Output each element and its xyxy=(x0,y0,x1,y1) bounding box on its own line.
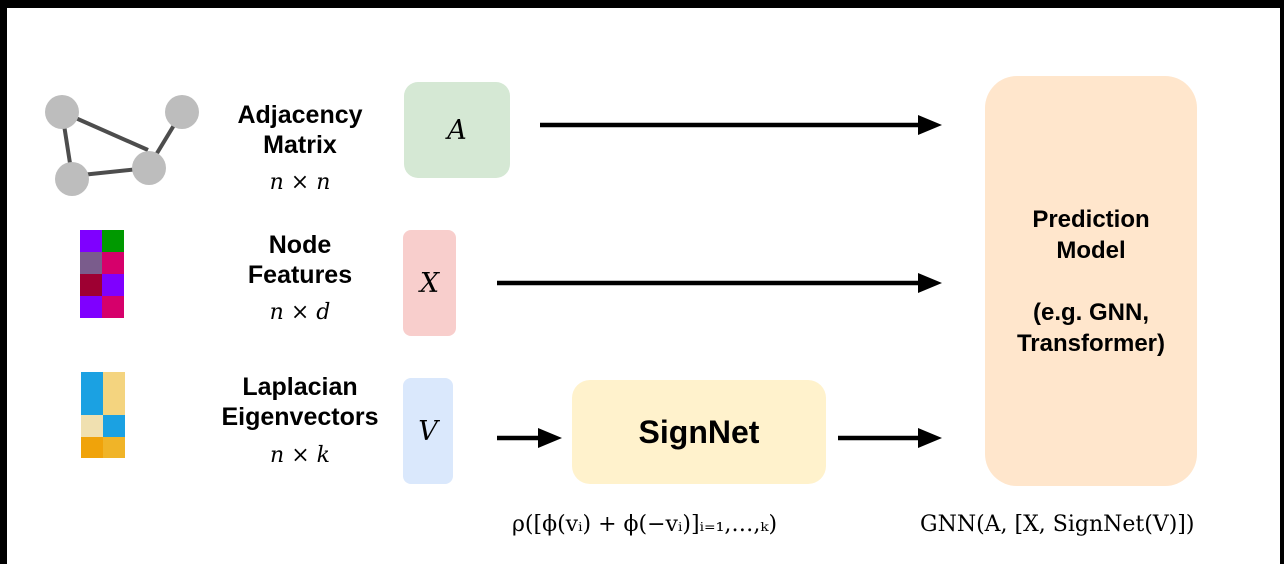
prediction-model-box: Prediction Model (e.g. GNN, Transformer) xyxy=(985,76,1197,486)
eigen-box: V xyxy=(403,378,453,484)
feature-matrix-cell xyxy=(102,252,124,274)
feature-matrix-icon xyxy=(80,230,124,318)
feature-matrix-cell xyxy=(80,230,102,252)
signnet-box: SignNet xyxy=(572,380,826,484)
eigen-dim: n × k xyxy=(270,443,330,468)
eigen-matrix-cell xyxy=(81,415,103,437)
model-formula: GNN(A, [X, SignNet(V)]) xyxy=(920,512,1195,537)
arrowhead-adjacency xyxy=(918,115,942,135)
arrowhead-eigen xyxy=(538,428,562,448)
features-symbol: X xyxy=(419,267,440,299)
eigen-matrix-cell xyxy=(103,415,125,437)
model-line2: Model xyxy=(1056,236,1126,264)
features-box: X xyxy=(403,230,456,336)
eigen-symbol: V xyxy=(418,415,438,447)
feature-matrix-cell xyxy=(80,252,102,274)
feature-matrix-cell xyxy=(80,274,102,296)
features-dim: n × d xyxy=(269,300,331,325)
model-line1: Prediction xyxy=(1032,205,1150,233)
model-line4: Transformer) xyxy=(1016,329,1166,357)
adjacency-box: A xyxy=(404,82,510,178)
eigen-matrix-cell xyxy=(103,436,125,458)
signnet-formula: ρ([ϕ(vᵢ) + ϕ(−vᵢ)]ᵢ₌₁,…,ₖ) xyxy=(512,512,778,537)
eigen-matrix-cell xyxy=(81,436,103,458)
signnet-label: SignNet xyxy=(638,413,760,450)
model-line3: (e.g. GNN, xyxy=(1032,298,1149,326)
eigen-matrix-cell xyxy=(103,372,125,394)
feature-matrix-cell xyxy=(102,296,124,318)
eigen-matrix-cell xyxy=(81,393,103,415)
feature-matrix-cell xyxy=(102,230,124,252)
adjacency-symbol: A xyxy=(447,114,467,146)
feature-matrix-cell xyxy=(80,296,102,318)
feature-matrix-cell xyxy=(102,274,124,296)
arrowhead-features xyxy=(918,273,942,293)
arrowhead-signnet xyxy=(918,428,942,448)
eigen-matrix-cell xyxy=(103,393,125,415)
adjacency-dim: n × n xyxy=(269,170,331,195)
eigenvector-matrix-icon xyxy=(81,372,125,458)
eigen-matrix-cell xyxy=(81,372,103,394)
